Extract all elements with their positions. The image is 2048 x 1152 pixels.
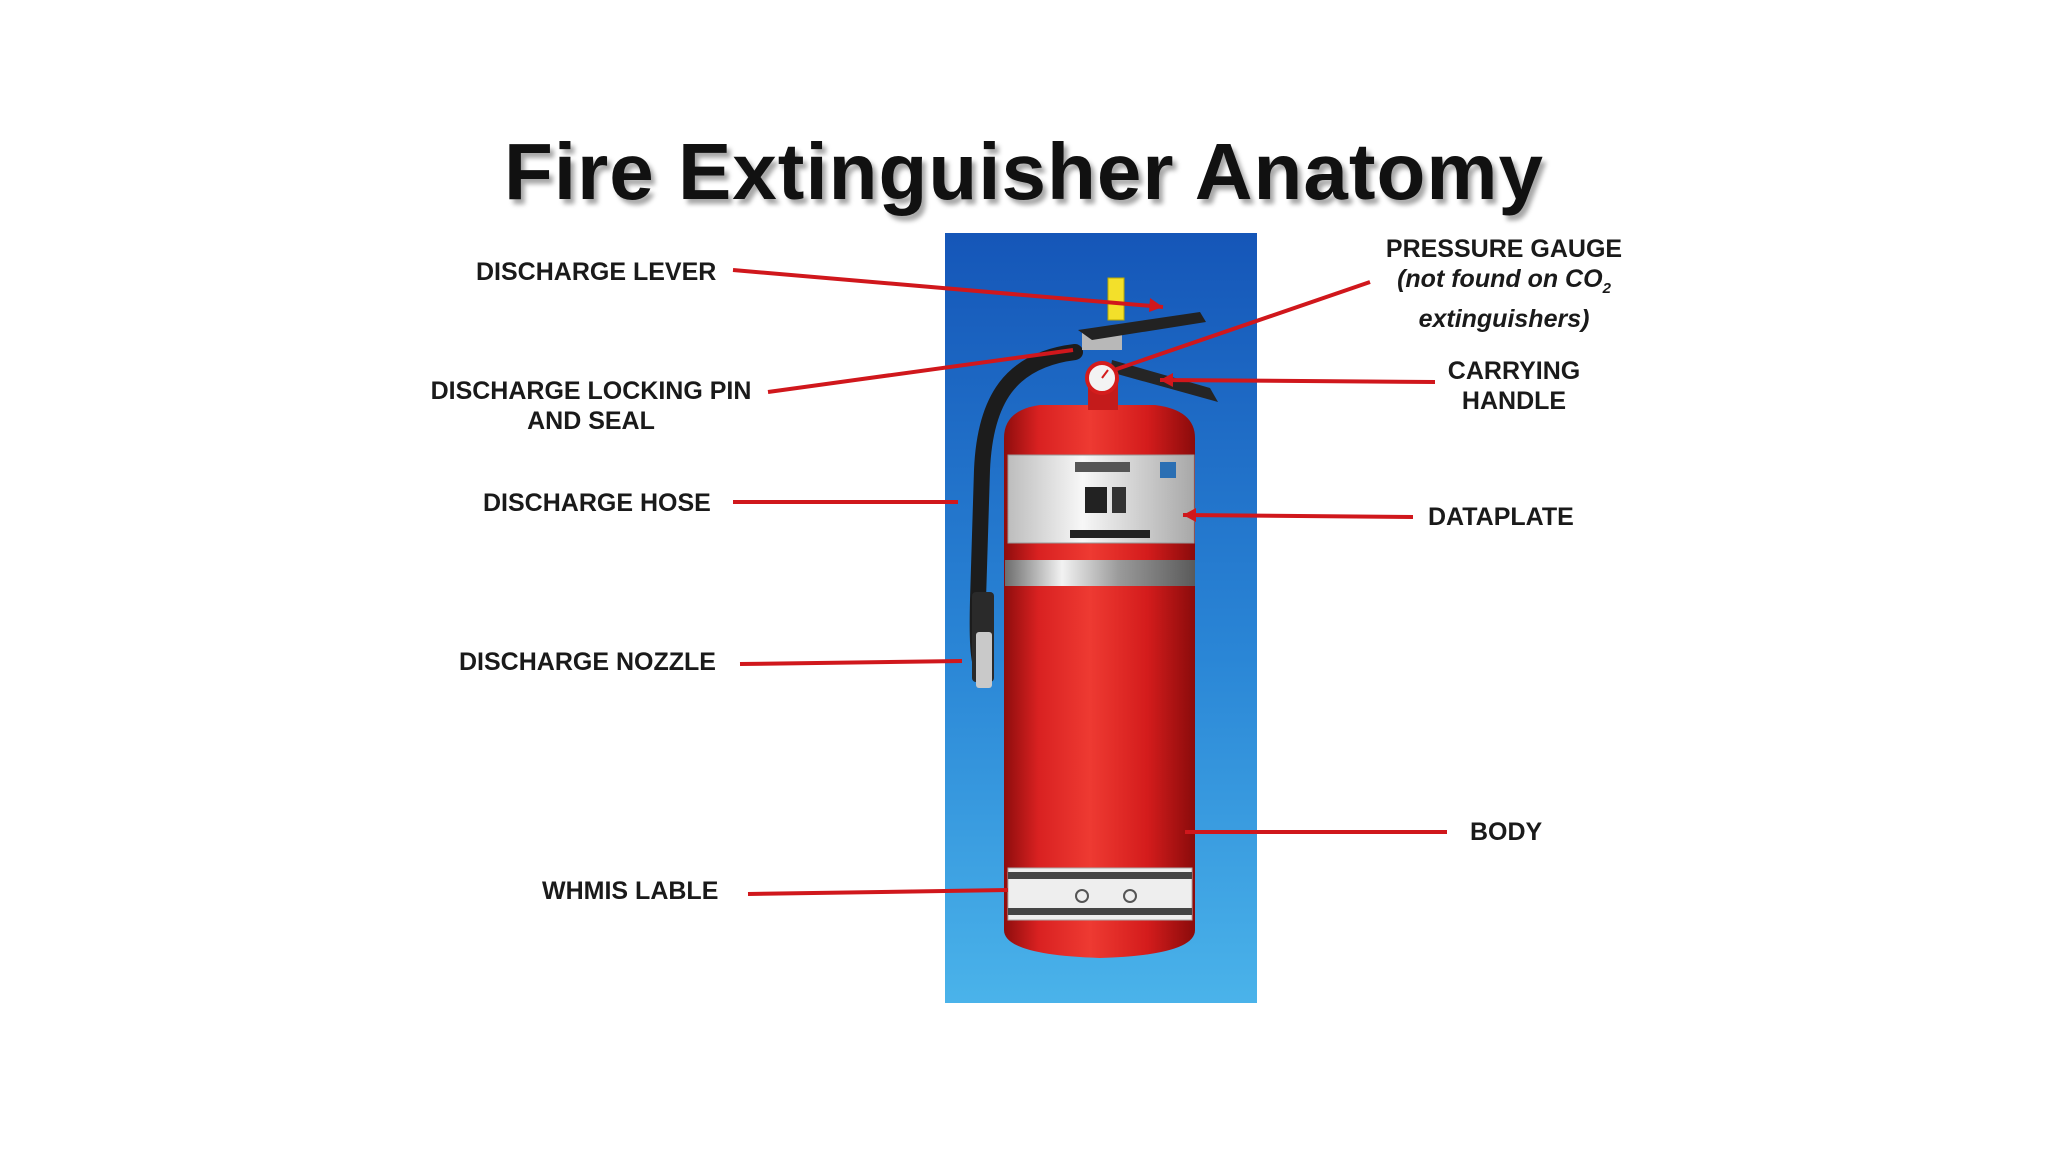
leader-discharge-lever	[732, 268, 1164, 309]
leader-locking-pin	[767, 348, 1074, 394]
diagram-title: Fire Extinguisher Anatomy	[504, 127, 1544, 216]
leader-pressure-gauge	[1113, 280, 1371, 372]
lever-shape	[1078, 312, 1206, 340]
label-dataplate: DATAPLATE	[1428, 503, 1574, 531]
leader-carrying-handle	[1159, 378, 1436, 384]
chrome-band	[1005, 560, 1195, 586]
label-pressure-gauge: PRESSURE GAUGE (not found on CO2 extingu…	[1385, 235, 1623, 333]
pin-seal-shape	[1107, 277, 1125, 321]
leader-lines	[732, 268, 1447, 896]
label-discharge-nozzle: DISCHARGE NOZZLE	[459, 648, 716, 676]
nozzle-tip	[976, 632, 992, 688]
label-whmis-label: WHMIS LABLE	[542, 877, 719, 905]
label-carrying-handle: CARRYING HANDLE	[1447, 357, 1581, 415]
label-discharge-hose: DISCHARGE HOSE	[483, 489, 711, 517]
label-discharge-lever: DISCHARGE LEVER	[476, 258, 717, 286]
leader-dataplate	[1182, 513, 1414, 519]
leader-whmis-label	[747, 888, 1009, 896]
label-body: BODY	[1470, 818, 1543, 846]
leader-discharge-nozzle	[739, 659, 963, 666]
label-discharge-locking-pin: DISCHARGE LOCKING PIN AND SEAL	[430, 377, 752, 435]
